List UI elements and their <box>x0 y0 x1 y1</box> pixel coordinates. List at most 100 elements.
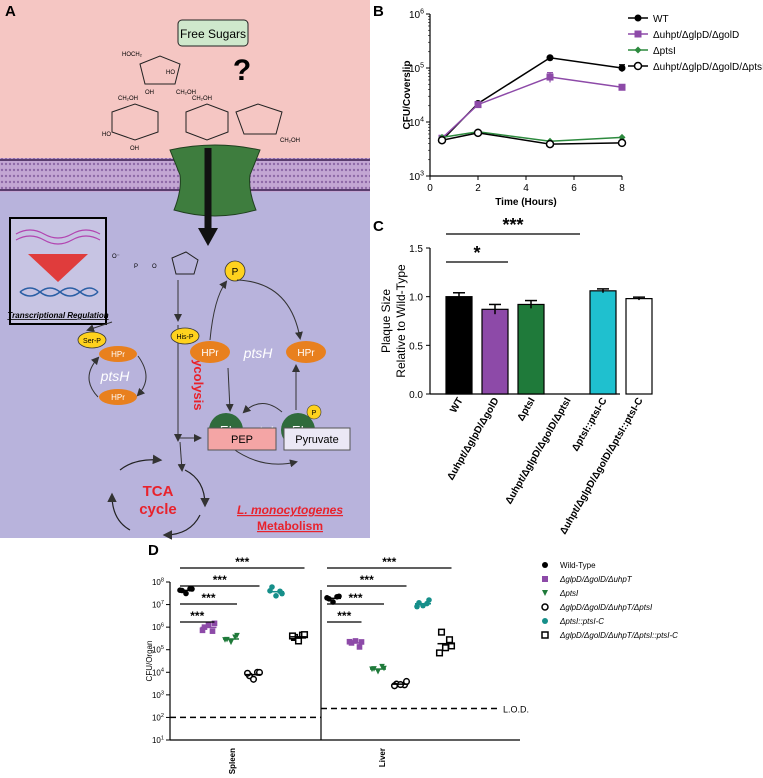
y-tick-label: 104 <box>152 668 164 678</box>
panel-label-a: A <box>5 3 16 20</box>
x-tick-label: 4 <box>523 183 529 194</box>
hpr-label: HPr <box>297 348 315 359</box>
hpr-label: HPr <box>111 350 125 359</box>
sugar-molecule-glucose <box>111 103 283 141</box>
legend-marker <box>633 61 643 71</box>
data-point <box>234 632 240 639</box>
hpr-phosphorylated-right <box>190 341 230 363</box>
panel-d-scatter-chart: D 101102103104105106107108CFU/OrganSplee… <box>145 542 678 774</box>
series-line <box>441 132 623 145</box>
legend-marker <box>634 14 642 22</box>
y-tick-label: 105 <box>152 645 164 655</box>
y-tick-label: 106 <box>409 9 424 22</box>
ei-phosphate-badge-label: P <box>312 410 317 417</box>
sugar-transporter-channel <box>169 144 261 217</box>
significance-label: *** <box>201 591 215 605</box>
significance-label: *** <box>190 609 204 623</box>
legend-label: ΔglpD/ΔgolD/ΔuhpT <box>559 575 633 584</box>
sugar-label: HOCH₂ <box>122 52 143 58</box>
data-point <box>228 639 234 646</box>
group-label: Liver <box>378 748 387 767</box>
x-tick-label: ΔptsI::ptsI-C <box>570 396 610 453</box>
y-tick-label: 0.5 <box>409 341 423 352</box>
pep-box <box>207 427 277 451</box>
data-point <box>267 588 273 594</box>
data-point <box>437 628 446 636</box>
bar <box>625 298 653 395</box>
ser-p-label: Ser-P <box>83 338 101 345</box>
panel-a-diagram: A Free Sugars ? HOCH₂ HO OH CH₂OH CH₂OH … <box>0 0 370 540</box>
data-point <box>288 632 297 640</box>
series-line <box>441 130 623 143</box>
significance-label: * <box>473 243 480 263</box>
data-point <box>249 675 258 683</box>
pyruvate-box <box>283 427 351 451</box>
ptsH-label-right: ptsH <box>243 345 274 361</box>
legend-marker <box>542 618 548 624</box>
legend-label: ΔptsI <box>653 46 676 57</box>
y-tick-label: 102 <box>152 713 164 723</box>
legend-marker <box>542 562 548 568</box>
y-axis-title-line1: Plaque Size <box>379 289 393 353</box>
significance-label: *** <box>360 573 374 587</box>
phosphate-label: P <box>134 264 138 270</box>
y-axis-title-line2: Relative to Wild-Type <box>394 264 408 378</box>
hpr-right <box>286 341 326 363</box>
panel-b-legend: WTΔuhpt/ΔglpD/ΔgolDΔptsIΔuhpt/ΔglpD/Δgol… <box>628 14 763 73</box>
data-point <box>426 597 432 603</box>
data-point <box>358 639 365 645</box>
legend-label: WT <box>653 14 669 25</box>
data-point <box>473 128 483 138</box>
data-point <box>209 628 216 634</box>
organism-label-line1: L. monocytogenes <box>237 503 343 517</box>
legend-label: ΔglpD/ΔgolD/ΔuhpT/ΔptsI::ptsI-C <box>559 631 678 640</box>
significance-label: *** <box>348 591 362 605</box>
x-tick-label: ΔptsI <box>516 396 538 423</box>
sugar-label: CH₂OH <box>280 138 300 144</box>
data-point <box>294 637 303 645</box>
y-tick-label: 104 <box>409 117 424 130</box>
hpr-phosphorylated-left <box>99 346 137 362</box>
data-point <box>617 138 627 148</box>
y-axis-title: CFU/Organ <box>145 641 154 682</box>
data-point <box>618 83 626 91</box>
y-tick-label: 108 <box>152 577 164 587</box>
significance-label: *** <box>382 555 396 569</box>
legend-marker <box>634 30 642 38</box>
data-point <box>205 622 212 628</box>
sugar-label: CH₂OH <box>176 90 196 96</box>
panel-label-b: B <box>373 3 384 20</box>
x-axis-title: Time (Hours) <box>495 197 557 208</box>
y-tick-label: 106 <box>152 623 164 633</box>
bar <box>481 308 509 395</box>
significance-label: *** <box>502 215 523 235</box>
hpr-left <box>99 389 137 405</box>
y-tick-label: 1.0 <box>409 293 423 304</box>
phosphate-badge <box>224 260 246 282</box>
legend-marker <box>541 603 549 611</box>
sugar-label: OH <box>145 90 154 96</box>
free-sugars-label: Free Sugars <box>180 27 246 41</box>
y-tick-label: 1.5 <box>409 244 423 255</box>
sugar-label: CH₂OH <box>192 96 212 102</box>
phosphate-label: O⁻ <box>112 254 120 260</box>
phosphorylated-sugar-ring <box>171 251 199 275</box>
legend-label: ΔptsI::ptsI-C <box>559 617 604 626</box>
ei-phosphate-badge <box>306 404 322 420</box>
pyruvate-label: Pyruvate <box>295 434 338 446</box>
data-point <box>441 644 450 652</box>
data-point <box>414 603 420 610</box>
x-tick-label: WT <box>448 396 465 415</box>
legend-marker <box>542 590 548 596</box>
panel-b-marks <box>437 54 627 149</box>
legend-label: Wild-Type <box>560 561 596 570</box>
series-line <box>441 56 623 141</box>
hpr-label: HPr <box>111 393 125 402</box>
data-point <box>375 668 381 675</box>
x-tick-label: 2 <box>475 183 481 194</box>
legend-label: ΔptsI <box>559 589 579 598</box>
